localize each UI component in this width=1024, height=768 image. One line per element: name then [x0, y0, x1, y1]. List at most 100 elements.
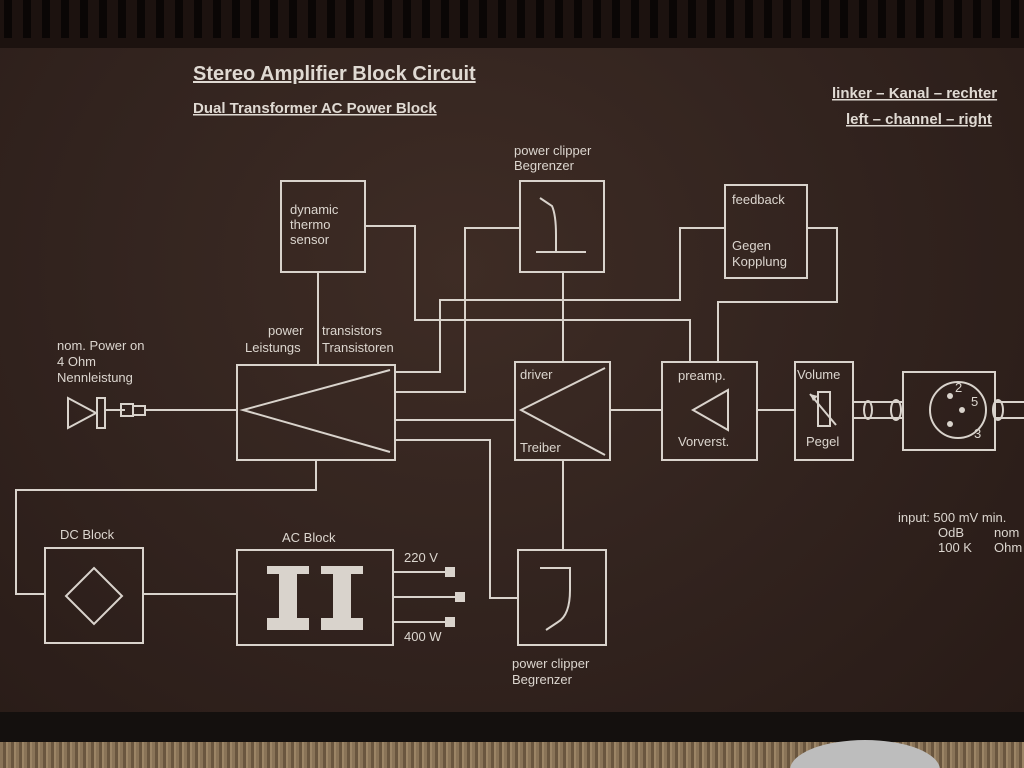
vent-slot — [707, 0, 715, 38]
vent-slot — [783, 0, 791, 38]
channel-label-en: left – channel – right — [846, 111, 992, 128]
vent-slot — [403, 0, 411, 38]
vent-slot — [384, 0, 392, 38]
plug-terminal-2 — [455, 592, 465, 602]
vent-slot — [346, 0, 354, 38]
input-spec: input: 500 mV min. OdB nom 100 K Ohm — [898, 510, 1022, 555]
vent-slot — [802, 0, 810, 38]
pin-label-3: 3 — [974, 426, 981, 441]
input-spec-line-2b: nom — [994, 525, 1019, 540]
pin-label-5: 5 — [971, 394, 978, 409]
vent-slot — [764, 0, 772, 38]
volume-label-2: Pegel — [806, 434, 839, 449]
vent-slot — [745, 0, 753, 38]
driver-symbol — [518, 367, 606, 456]
diagram-title: Stereo Amplifier Block Circuit — [193, 63, 476, 85]
driver-block: driver Treiber — [514, 361, 611, 461]
vent-slot — [4, 0, 12, 38]
vent-slot — [631, 0, 639, 38]
dc-diamond-icon — [64, 566, 124, 626]
output-label-1: nom. Power on — [57, 338, 144, 353]
clipper-bottom-symbol — [540, 567, 571, 631]
pin-label-2: 2 — [955, 380, 962, 395]
vent-slot — [137, 0, 145, 38]
vent-slot — [156, 0, 164, 38]
thermo-label-3: sensor — [290, 232, 330, 247]
volume-label-1: Volume — [797, 367, 840, 382]
feedback-label-1: feedback — [732, 192, 785, 207]
vent-slot — [973, 0, 981, 38]
vent-slot — [669, 0, 677, 38]
vent-slot — [536, 0, 544, 38]
vent-slot — [726, 0, 734, 38]
vent-slot — [80, 0, 88, 38]
clipper-top-label-1: power clipper — [514, 143, 592, 158]
vent-slot — [251, 0, 259, 38]
clipper-top-symbol — [536, 197, 586, 253]
speaker-output: nom. Power on 4 Ohm Nennleistung — [57, 338, 146, 430]
vent-slot — [935, 0, 943, 38]
power-label-2b: Transistoren — [322, 340, 394, 355]
vent-slot — [460, 0, 468, 38]
vent-slot — [878, 0, 886, 38]
vent-slot — [954, 0, 962, 38]
output-label-2: 4 Ohm — [57, 354, 96, 369]
vent-slot — [289, 0, 297, 38]
input-spec-line-1: input: 500 mV min. — [898, 510, 1006, 525]
channel-label-de: linker – Kanal – rechter — [832, 85, 997, 102]
vent-slot — [593, 0, 601, 38]
vent-slot — [840, 0, 848, 38]
feedback-block: feedback Gegen Kopplung — [724, 184, 808, 279]
vent-slot — [327, 0, 335, 38]
vent-slot — [365, 0, 373, 38]
power-transistors-block: power transistors Leistungs Transistoren — [236, 323, 396, 461]
vent-slot — [897, 0, 905, 38]
ventilation-grille — [0, 0, 1024, 48]
ac-power-label: 400 W — [404, 629, 442, 644]
dc-block: DC Block — [44, 527, 144, 644]
vent-slot — [612, 0, 620, 38]
plug-terminal-1 — [445, 567, 455, 577]
vent-slot — [574, 0, 582, 38]
volume-block: Volume Pegel — [794, 361, 854, 461]
power-clipper-top-block: power clipper Begrenzer — [514, 143, 605, 273]
vent-slot — [99, 0, 107, 38]
power-amp-symbol — [239, 369, 391, 453]
vent-slot — [498, 0, 506, 38]
power-label-1: power — [268, 323, 304, 338]
vent-slot — [992, 0, 1000, 38]
diagram-subtitle: Dual Transformer AC Power Block — [193, 100, 437, 117]
shielded-cable-ends — [863, 399, 1004, 421]
driver-label-2: Treiber — [520, 440, 561, 455]
vent-slot — [688, 0, 696, 38]
vent-slot — [232, 0, 240, 38]
vent-slot — [118, 0, 126, 38]
vent-slot — [270, 0, 278, 38]
thermo-label-2: thermo — [290, 217, 330, 232]
vent-slot — [61, 0, 69, 38]
thermo-sensor-block: dynamic thermo sensor — [280, 180, 366, 273]
speaker-diode-icon — [67, 396, 99, 430]
vent-slot — [1011, 0, 1019, 38]
feedback-label-3: Kopplung — [732, 254, 787, 269]
input-spec-line-2: OdB — [938, 525, 964, 540]
vent-slot — [42, 0, 50, 38]
ac-block-label: AC Block — [282, 530, 336, 545]
thermo-label-1: dynamic — [290, 202, 339, 217]
plug-terminal-3 — [445, 617, 455, 627]
clipper-bottom-label-1: power clipper — [512, 656, 590, 671]
power-clipper-bottom-block: power clipper Begrenzer — [512, 549, 607, 687]
vent-slot — [441, 0, 449, 38]
preamp-block: preamp. Vorverst. — [661, 361, 758, 461]
vent-slot — [479, 0, 487, 38]
vent-slot — [23, 0, 31, 38]
dc-block-label: DC Block — [60, 527, 115, 542]
power-label-2: Leistungs — [245, 340, 301, 355]
driver-label-1: driver — [520, 367, 553, 382]
vent-slot — [650, 0, 658, 38]
preamp-label-1: preamp. — [678, 368, 726, 383]
transformer-core-icon-2 — [321, 566, 363, 630]
preamp-symbol — [690, 388, 729, 432]
input-spec-line-3b: Ohm — [994, 540, 1022, 555]
